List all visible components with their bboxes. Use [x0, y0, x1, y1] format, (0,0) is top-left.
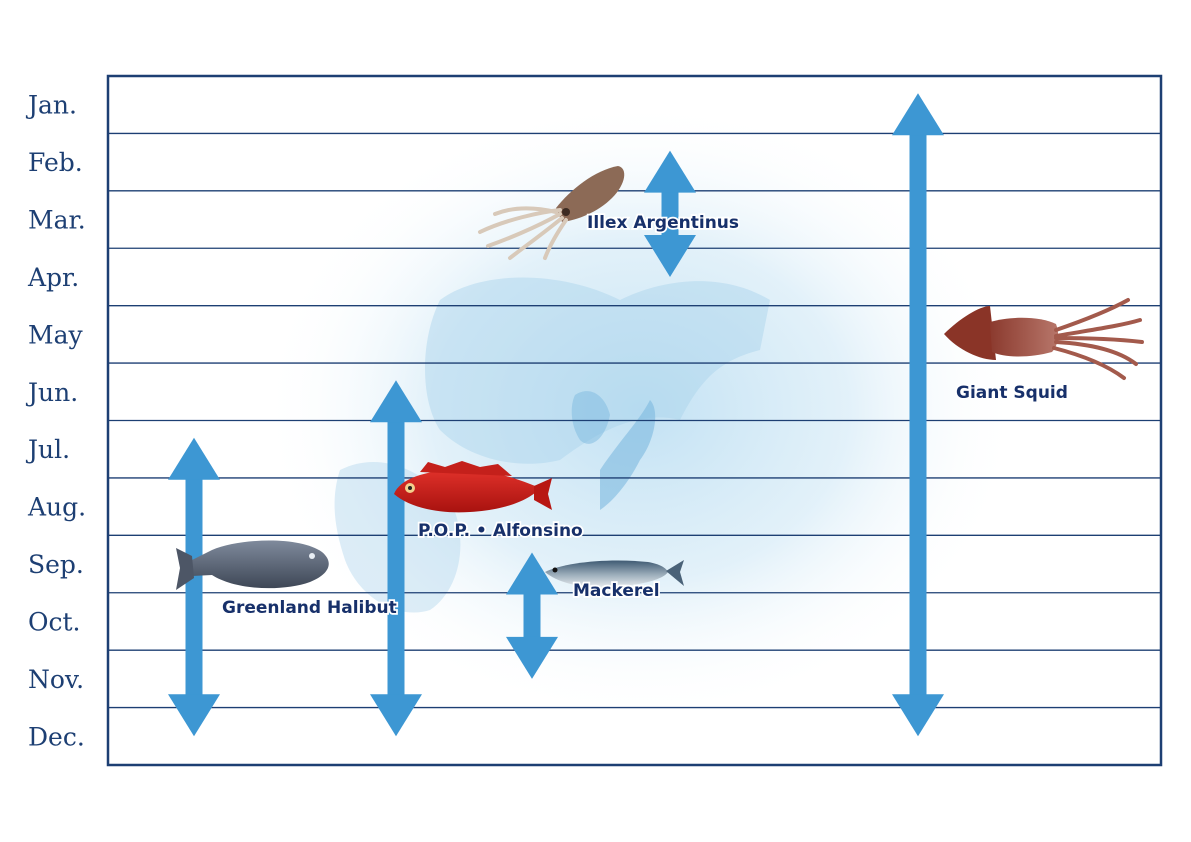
arrow-shaft — [909, 133, 927, 697]
month-label-10: Nov. — [28, 665, 84, 694]
species-labels: Greenland Halibut P.O.P. • AlfonsinoMacke… — [220, 211, 1069, 620]
background-map — [260, 100, 1020, 720]
arrow-head-top — [168, 437, 220, 480]
season-arrow-3 — [644, 150, 696, 277]
month-label-3: Apr. — [27, 263, 79, 292]
arrow-shaft — [661, 190, 679, 237]
month-label-8: Sep. — [28, 550, 84, 579]
month-label-6: Jul. — [25, 435, 70, 464]
arrow-head-bottom — [506, 636, 558, 679]
month-label-4: May — [28, 320, 84, 349]
arrow-head-top — [506, 552, 558, 595]
pop-alfonsino-image — [394, 461, 552, 513]
arrow-head-bottom — [168, 694, 220, 737]
month-label-0: Jan. — [25, 91, 77, 120]
month-label-5: Jun. — [25, 378, 78, 407]
season-arrow-2 — [506, 552, 558, 679]
arrow-head-top — [370, 380, 422, 423]
chart-frame — [106, 74, 1163, 767]
species-label-1: P.O.P. • Alfonsino — [418, 521, 583, 541]
arrow-shaft — [185, 477, 203, 697]
greenland-halibut-image — [176, 540, 329, 590]
month-label-11: Dec. — [28, 722, 85, 751]
arrow-shaft — [523, 592, 541, 639]
arrow-head-top — [892, 93, 944, 136]
month-label-1: Feb. — [28, 148, 83, 177]
species-label-3: Illex Argentinus — [587, 213, 739, 233]
giant-squid-image — [944, 298, 1144, 380]
month-label-9: Oct. — [28, 607, 81, 636]
mackerel-image — [545, 560, 684, 588]
season-arrow-4 — [892, 93, 944, 737]
arrow-head-bottom — [370, 694, 422, 737]
arrow-head-bottom — [892, 694, 944, 737]
illex-argentinus-image — [478, 166, 625, 260]
month-label-7: Aug. — [27, 493, 86, 522]
month-grid — [108, 132, 1161, 709]
season-arrow-0 — [168, 437, 220, 737]
arrow-head-top — [644, 150, 696, 193]
species-label-0: Greenland Halibut — [222, 598, 397, 618]
arrow-shaft — [387, 420, 405, 697]
arrow-head-bottom — [644, 234, 696, 277]
species-label-4: Giant Squid — [956, 383, 1068, 403]
season-arrows — [168, 93, 944, 737]
month-label-2: Mar. — [28, 206, 86, 235]
species-label-2: Mackerel — [573, 581, 660, 601]
